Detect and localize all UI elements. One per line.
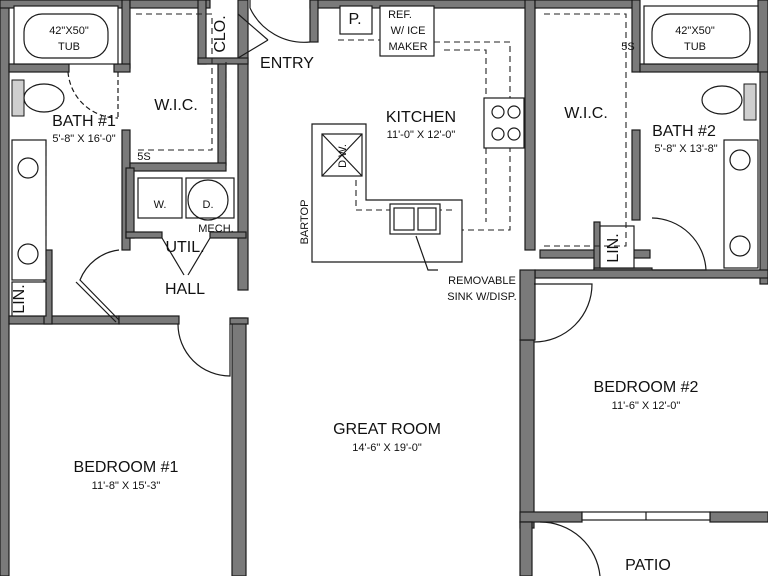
bath2-label: BATH #2: [652, 123, 716, 140]
kitchen-dim: 11'-0" X 12'-0": [387, 129, 456, 141]
bedroom1-label: BEDROOM #1: [74, 459, 179, 476]
dryer-label: D.: [203, 199, 214, 211]
sink-note-1: REMOVABLE: [448, 275, 516, 287]
linen-left-label: LIN.: [11, 284, 28, 313]
bartop-label: BARTOP: [299, 200, 311, 245]
tub-left-sub-label: TUB: [58, 41, 80, 53]
wic-left-label: W.I.C.: [154, 97, 198, 114]
bath1-dim: 5'-8" X 16'-0": [52, 133, 115, 145]
fridge-label-2: W/ ICE: [391, 25, 426, 37]
great-room-label: GREAT ROOM: [333, 421, 441, 438]
room-labels: 42"X50" TUB 42"X50" TUB CLO. P. REF. W/ …: [11, 9, 718, 574]
bedroom2-dim: 11'-6" X 12'-0": [612, 400, 681, 412]
hall-label: HALL: [165, 281, 205, 298]
patio-label: PATIO: [625, 557, 671, 574]
fixtures: [11, 5, 759, 317]
mech-label: MECH.: [198, 223, 233, 235]
shelf-left-label: 5S: [137, 151, 150, 163]
entry-label: ENTRY: [260, 55, 314, 72]
shelf-right-label: 5S: [621, 41, 634, 53]
pantry-label: P.: [348, 11, 361, 28]
dishwasher-label: D.W.: [337, 144, 349, 168]
tub-right-label: 42"X50": [675, 25, 715, 37]
bedroom2-label: BEDROOM #2: [594, 379, 699, 396]
wic-right-label: W.I.C.: [564, 105, 608, 122]
sink-note-2: SINK W/DISP.: [447, 291, 516, 303]
washer-label: W.: [154, 199, 167, 211]
bedroom1-dim: 11'-8" X 15'-3": [92, 480, 161, 492]
great-room-dim: 14'-6" X 19'-0": [352, 442, 422, 454]
util-label: UTIL.: [165, 239, 204, 256]
kitchen-label: KITCHEN: [386, 109, 456, 126]
bath2-dim: 5'-8" X 13'-8": [654, 143, 717, 155]
closet-label: CLO.: [212, 15, 229, 52]
tub-left-label: 42"X50": [49, 25, 89, 37]
bath1-label: BATH #1: [52, 113, 116, 130]
fridge-label-1: REF.: [388, 9, 412, 21]
tub-right-sub-label: TUB: [684, 41, 706, 53]
fridge-label-3: MAKER: [388, 41, 427, 53]
linen-right-label: LIN.: [605, 233, 622, 262]
doors: [67, 0, 711, 576]
